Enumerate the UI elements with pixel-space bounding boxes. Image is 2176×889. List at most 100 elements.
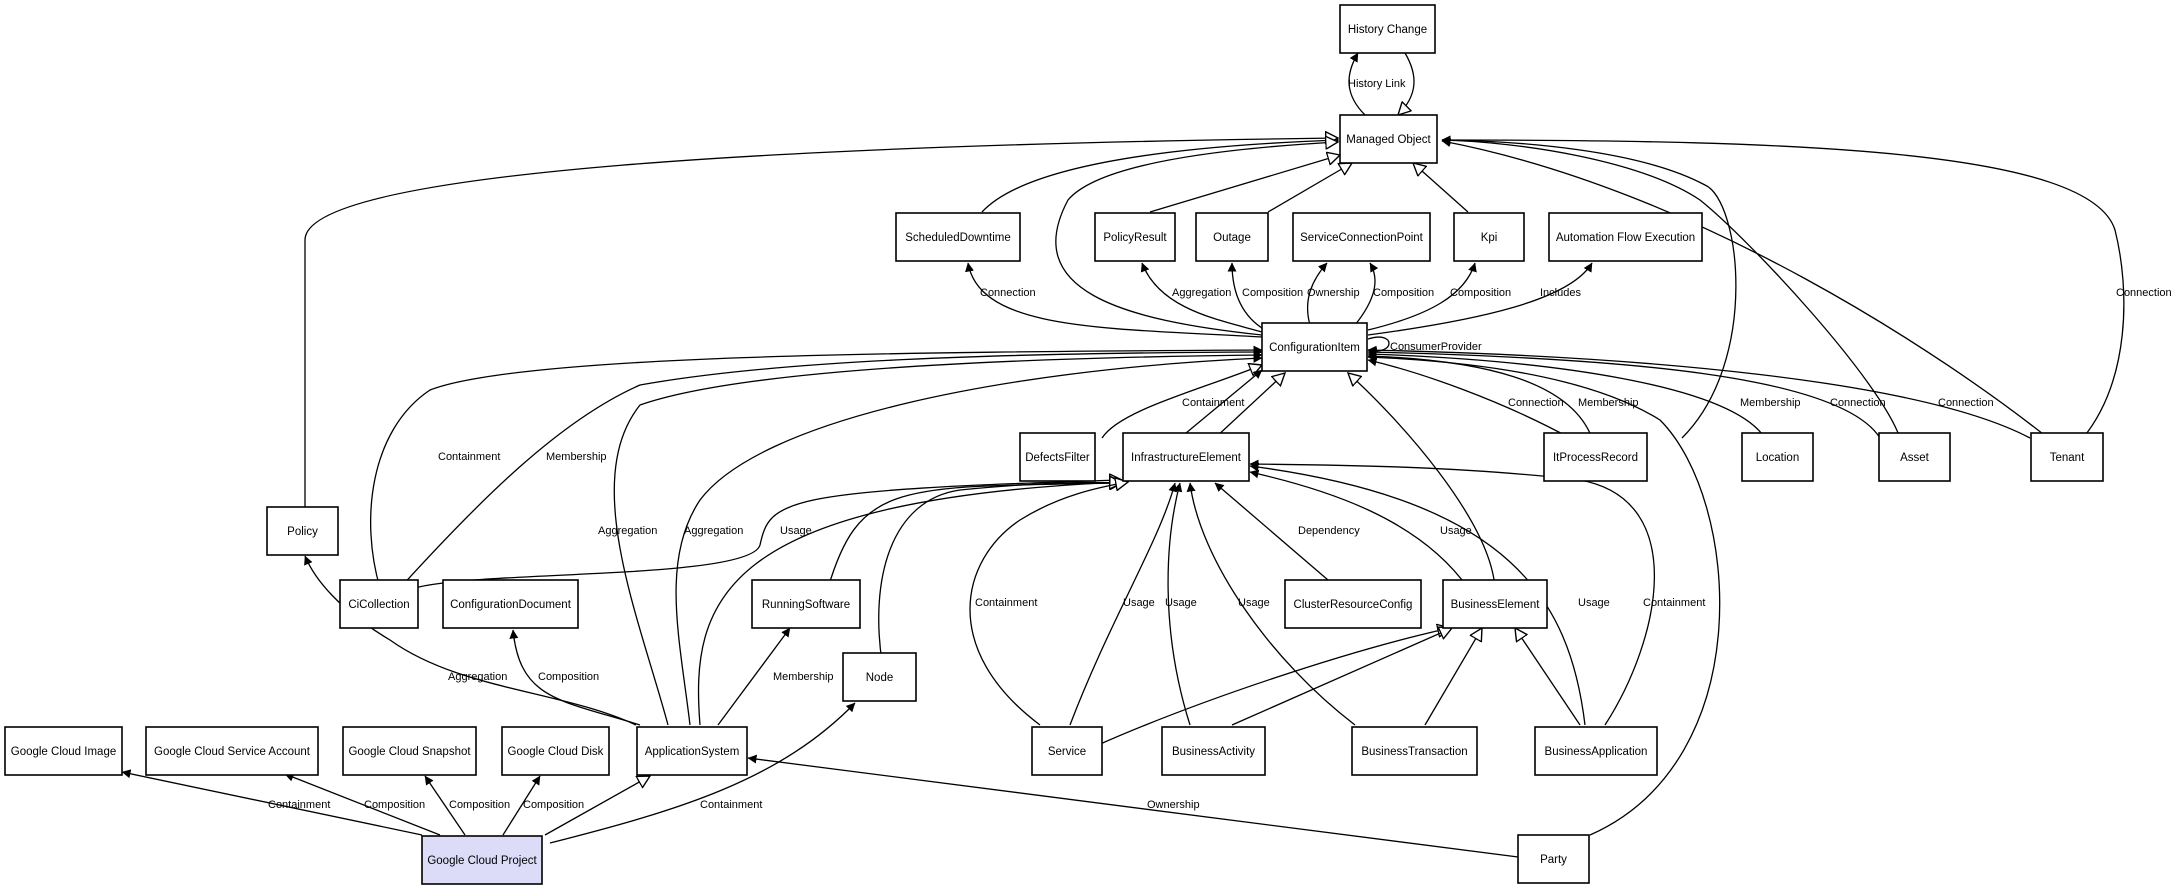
- edge-ci-scheduled-downtime: [965, 262, 1263, 338]
- node-google-cloud-snapshot[interactable]: [342, 726, 477, 776]
- node-business-element[interactable]: [1442, 579, 1548, 629]
- node-asset[interactable]: [1878, 432, 1951, 482]
- edge-label-cluster-dependency: Dependency: [1298, 525, 1360, 537]
- node-label-managed-object: Managed Object: [1346, 134, 1431, 146]
- edge-business-activity-generalization: [1231, 628, 1452, 726]
- edge-label-ci-collection-usage: Usage: [780, 525, 812, 537]
- edge-label-gcp-image-containment: Containment: [268, 799, 330, 811]
- edge-tenant-connection: [1367, 345, 2031, 439]
- edge-history-change-generalization: [1398, 52, 1415, 115]
- edge-label-infra-ci-containment: Containment: [1182, 397, 1244, 409]
- edge-ci-kpi: [1367, 262, 1477, 331]
- edge-scheduled-downtime-generalization: [981, 140, 1338, 213]
- node-configuration-item[interactable]: [1261, 322, 1368, 372]
- edge-gcp-snapshot-composition: [424, 775, 466, 836]
- node-label-scheduled-downtime: ScheduledDowntime: [905, 232, 1010, 244]
- edge-ci-collection-membership: [399, 347, 1263, 589]
- edge-configuration-item-generalization: [1055, 142, 1338, 336]
- node-service[interactable]: [1031, 726, 1103, 776]
- edge-label-ci-collection-membership: Membership: [546, 451, 607, 463]
- node-label-business-transaction: BusinessTransaction: [1361, 746, 1467, 758]
- node-ci-collection[interactable]: [339, 579, 419, 629]
- node-label-google-cloud-image: Google Cloud Image: [11, 746, 116, 758]
- edge-kpi-generalization: [1413, 163, 1469, 213]
- edge-tenant-managed-object-1: [1441, 138, 2049, 439]
- edge-label-gcp-disk-composition: Composition: [523, 799, 584, 811]
- edge-infra-ci-containment: [1179, 369, 1263, 439]
- node-google-cloud-image[interactable]: [4, 726, 123, 776]
- node-label-service-connection-point: ServiceConnectionPoint: [1300, 232, 1424, 244]
- edge-label-asset-connection: Connection: [1830, 397, 1886, 409]
- edge-ci-automation-flow: [1367, 262, 1593, 336]
- node-location[interactable]: [1741, 432, 1814, 482]
- node-configuration-document[interactable]: [442, 579, 579, 629]
- node-label-outage: Outage: [1213, 232, 1251, 244]
- edge-business-activity-usage: [1167, 482, 1191, 726]
- edge-infrastructure-element-generalization: [1214, 373, 1285, 439]
- edge-label-ci-kpi: Composition: [1450, 287, 1511, 299]
- edge-asset-connection: [1367, 347, 1881, 439]
- node-kpi[interactable]: [1453, 212, 1525, 262]
- edge-label-ci-policy-result: Aggregation: [1172, 287, 1231, 299]
- edge-cluster-dependency: [1214, 482, 1329, 581]
- node-google-cloud-project[interactable]: [421, 835, 543, 885]
- edge-label-service-usage: Usage: [1123, 597, 1155, 609]
- node-google-cloud-service-account[interactable]: [145, 726, 319, 776]
- node-policy[interactable]: [266, 506, 339, 556]
- node-label-policy-result: PolicyResult: [1103, 232, 1167, 244]
- node-google-cloud-disk[interactable]: [501, 726, 610, 776]
- node-cluster-resource-config[interactable]: [1284, 579, 1422, 629]
- node-it-process-record[interactable]: [1543, 432, 1648, 482]
- edge-defects-filter-generalization: [1101, 365, 1262, 439]
- node-label-defects-filter: DefectsFilter: [1025, 452, 1090, 464]
- node-defects-filter[interactable]: [1019, 432, 1096, 482]
- node-label-infrastructure-element: InfrastructureElement: [1131, 452, 1242, 464]
- node-scheduled-downtime[interactable]: [895, 212, 1021, 262]
- node-tenant[interactable]: [2030, 432, 2104, 482]
- edge-app-infra-generalization: [697, 482, 1122, 726]
- node-service-connection-point[interactable]: [1292, 212, 1431, 262]
- node-label-google-cloud-project: Google Cloud Project: [427, 855, 537, 867]
- edge-label-app-running-software-membership: Membership: [773, 671, 834, 683]
- edge-app-config-doc-composition: [509, 629, 641, 726]
- edge-party-ci: [1367, 352, 1721, 836]
- node-node[interactable]: [842, 652, 917, 702]
- node-application-system[interactable]: [636, 726, 748, 776]
- edge-party-app-ownership: [747, 754, 1519, 858]
- node-label-node: Node: [866, 672, 894, 684]
- node-label-configuration-item: ConfigurationItem: [1269, 342, 1360, 354]
- node-history-change[interactable]: [1339, 4, 1436, 54]
- node-managed-object[interactable]: [1339, 114, 1438, 164]
- edge-label-business-application-containment: Containment: [1643, 597, 1705, 609]
- edge-app-policy-aggregation: [304, 555, 637, 726]
- node-label-google-cloud-disk: Google Cloud Disk: [508, 746, 604, 758]
- node-party[interactable]: [1517, 834, 1590, 884]
- edge-label-gcp-snapshot-composition: Composition: [449, 799, 510, 811]
- edge-label-app-ci-aggregation-2: Aggregation: [684, 525, 743, 537]
- edge-it-process-managed-object: [1441, 135, 1737, 439]
- edge-service-containment: [969, 482, 1128, 726]
- edge-label-app-policy-aggregation: Aggregation: [448, 671, 507, 683]
- node-label-application-system: ApplicationSystem: [645, 746, 740, 758]
- node-label-asset: Asset: [1900, 452, 1930, 464]
- node-business-application[interactable]: [1534, 726, 1658, 776]
- edge-business-element-generalization: [1348, 373, 1496, 589]
- edge-ci-policy-result: [1140, 262, 1263, 333]
- node-outage[interactable]: [1195, 212, 1269, 262]
- edge-label-ci-automation-flow: Includes: [1540, 287, 1581, 299]
- edge-label-business-application-usage: Usage: [1578, 597, 1610, 609]
- edge-node-generalization: [878, 483, 1122, 663]
- node-business-activity[interactable]: [1161, 726, 1266, 776]
- node-infrastructure-element[interactable]: [1122, 432, 1250, 482]
- node-running-software[interactable]: [751, 579, 861, 629]
- edge-business-element-usage: [1249, 469, 1469, 589]
- edge-policy-result-generalization: [1149, 155, 1340, 213]
- node-policy-result[interactable]: [1094, 212, 1176, 262]
- edge-business-transaction-generalization: [1424, 628, 1482, 726]
- node-automation-flow-execution[interactable]: [1548, 212, 1703, 262]
- edge-history-link: [1348, 52, 1366, 116]
- edge-policy-generalization: [304, 138, 1338, 513]
- edge-gcp-disk-composition: [502, 775, 541, 836]
- node-business-transaction[interactable]: [1351, 726, 1478, 776]
